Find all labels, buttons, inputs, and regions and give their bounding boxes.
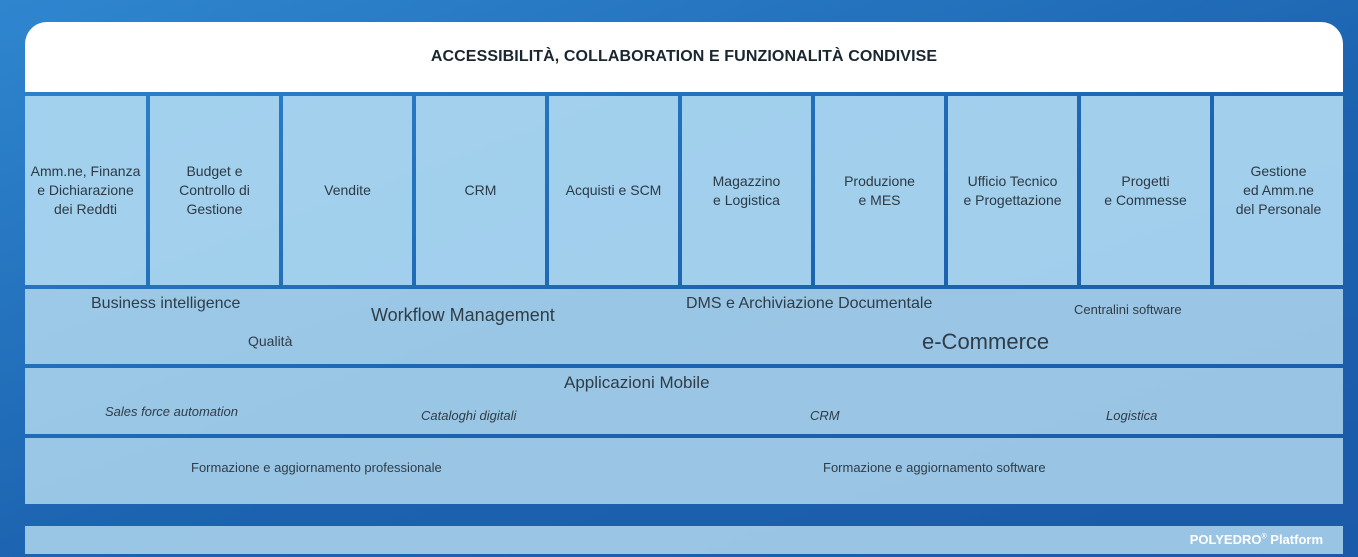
mobile-item-cataloghi: Cataloghi digitali xyxy=(421,408,517,423)
module-budget: Budget e Controllo di Gestione xyxy=(150,96,279,285)
service-workflow: Workflow Management xyxy=(371,305,555,325)
mobile-item-sales: Sales force automation xyxy=(105,404,238,419)
service-qualita: Qualità xyxy=(248,333,293,349)
service-ecommerce: e-Commerce xyxy=(922,329,1050,354)
module-personale: Gestione ed Amm.ne del Personale xyxy=(1214,96,1343,285)
module-progetti: Progetti e Commesse xyxy=(1081,96,1210,285)
module-row: Amm.ne, Finanza e Dichiarazione dei Redd… xyxy=(25,96,1343,285)
footer-band: POLYEDRO® Platform xyxy=(25,526,1343,554)
service-dms: DMS e Archiviazione Documentale xyxy=(686,295,933,312)
module-vendite: Vendite xyxy=(283,96,412,285)
module-produzione: Produzione e MES xyxy=(815,96,944,285)
training-band: Formazione e aggiornamento professionale… xyxy=(25,438,1343,504)
service-centralini: Centralini software xyxy=(1074,302,1182,317)
training-professional: Formazione e aggiornamento professionale xyxy=(191,460,442,475)
service-business-intelligence: Business intelligence xyxy=(91,295,241,312)
services-band: Business intelligence Workflow Managemen… xyxy=(25,289,1343,364)
mobile-band: Applicazioni Mobile Sales force automati… xyxy=(25,368,1343,434)
training-software: Formazione e aggiornamento software xyxy=(823,460,1046,475)
polyedro-logo: POLYEDRO® Platform xyxy=(1189,532,1323,547)
mobile-title: Applicazioni Mobile xyxy=(564,373,710,392)
module-magazzino: Magazzino e Logistica xyxy=(682,96,811,285)
module-ufficio-tecnico: Ufficio Tecnico e Progettazione xyxy=(948,96,1077,285)
mobile-item-crm: CRM xyxy=(810,408,840,423)
mobile-item-logistica: Logistica xyxy=(1106,408,1158,423)
diagram-title: ACCESSIBILITÀ, COLLABORATION E FUNZIONAL… xyxy=(25,22,1343,92)
module-crm: CRM xyxy=(416,96,545,285)
module-acquisti: Acquisti e SCM xyxy=(549,96,678,285)
module-amministrazione: Amm.ne, Finanza e Dichiarazione dei Redd… xyxy=(25,96,146,285)
